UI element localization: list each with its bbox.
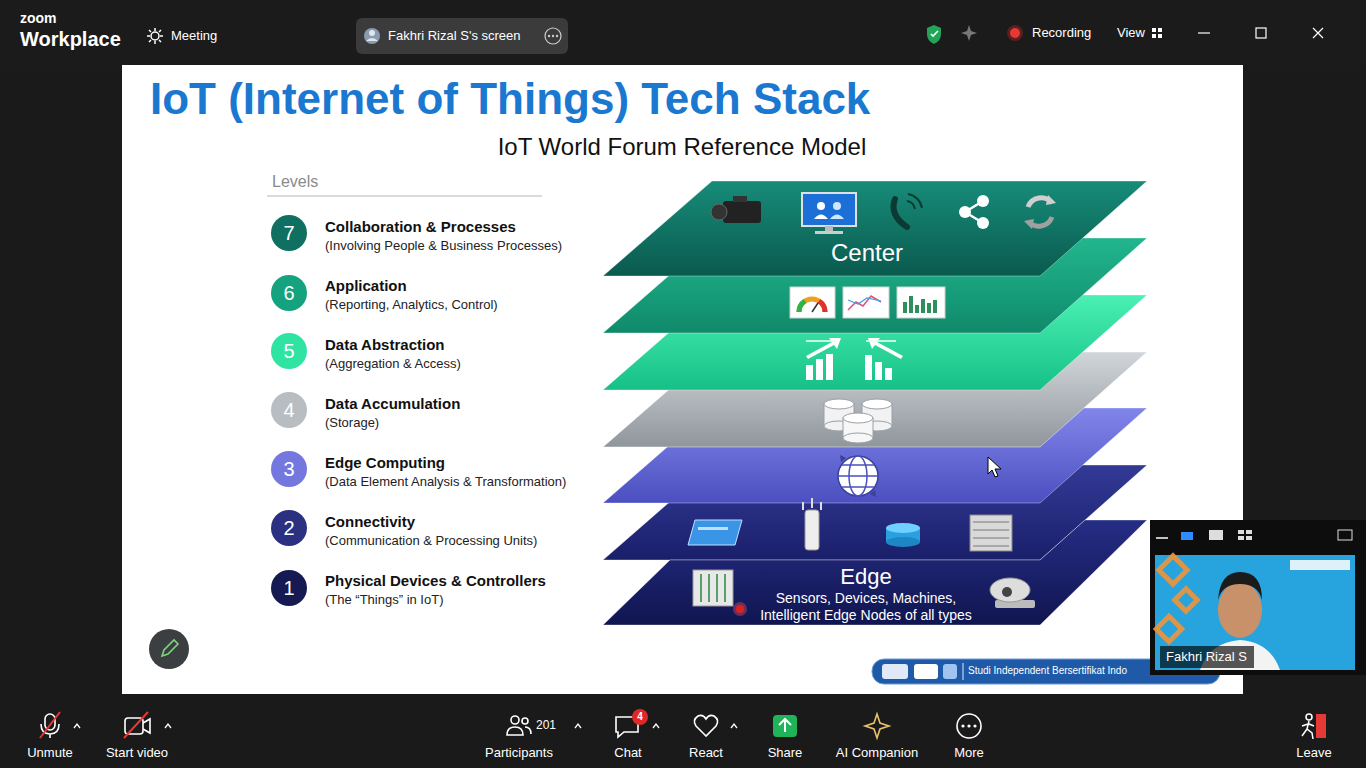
share-icon (773, 715, 797, 737)
toolbar-label: Participants (485, 745, 553, 761)
toolbar-label: Start video (106, 745, 168, 761)
participant-count: 201 (536, 718, 556, 732)
level-number: 7 (271, 215, 307, 251)
toolbar-label: Share (768, 745, 803, 761)
badge (632, 709, 648, 725)
level-number: 2 (271, 510, 307, 546)
level-number-text: 4 (283, 398, 294, 422)
slide-title: IoT (Internet of Things) Tech Stack (150, 73, 870, 126)
annotate-button (149, 629, 189, 669)
participants-icon (507, 716, 531, 735)
participant-name: Fakhri Rizal S (1166, 649, 1247, 665)
mic-icon (40, 712, 60, 738)
level-description: (Involving People & Business Processes) (325, 238, 562, 254)
band-title: Edge (840, 564, 891, 590)
close-button (1313, 28, 1323, 38)
database-icon (824, 399, 892, 443)
level-number: 5 (271, 333, 307, 369)
record-ring (1007, 25, 1023, 41)
globe-icon (838, 455, 878, 497)
column-heading: Levels (272, 172, 318, 191)
video-feed (1155, 555, 1355, 670)
divider (963, 663, 964, 680)
level-number: 1 (271, 570, 307, 606)
toolbar-label: More (954, 745, 984, 761)
minimize-button (1198, 32, 1210, 33)
level-description: (Aggregation & Access) (325, 356, 461, 372)
level-description: (Communication & Processing Units) (325, 533, 537, 549)
heart-icon (694, 715, 717, 736)
heading-rule (267, 195, 542, 196)
aggregation-icons (806, 338, 903, 380)
level-name: Collaboration & Processes (325, 218, 516, 236)
brand-logo: zoom (20, 10, 57, 27)
status-label: Recording (1032, 25, 1091, 41)
level-name: Connectivity (325, 513, 415, 531)
more-button (957, 714, 981, 738)
level-description: (The “Things” in IoT) (325, 592, 443, 608)
more-icon (545, 28, 561, 44)
toolbar-label: Leave (1296, 745, 1331, 761)
level-number: 6 (271, 275, 307, 311)
band-description: Sensors, Devices, Machines, Intelligent … (746, 590, 986, 624)
toolbar-label: AI Companion (836, 745, 918, 761)
band-title: Center (831, 239, 903, 268)
toolbar-label: Unmute (27, 745, 73, 761)
avatar (364, 28, 380, 44)
leave-icon (1302, 714, 1326, 739)
level-name: Data Abstraction (325, 336, 444, 354)
network-devices (688, 498, 1012, 551)
shield-icon (927, 25, 941, 44)
video-tile (1150, 520, 1366, 675)
level-description: (Reporting, Analytics, Control) (325, 297, 498, 313)
level-number-text: 3 (283, 457, 294, 481)
mouse-cursor (988, 457, 1001, 477)
level-number-text: 5 (283, 339, 294, 363)
title-bar (0, 0, 1366, 65)
share-pill (356, 18, 568, 54)
name-tag (1160, 646, 1254, 668)
level-name: Data Accumulation (325, 395, 460, 413)
level-number-text: 2 (283, 516, 294, 540)
menu-label: Meeting (171, 28, 217, 44)
logo-mark (914, 664, 938, 679)
pencil-icon (162, 640, 178, 656)
sparkle-icon (961, 25, 977, 41)
slide (122, 65, 1243, 694)
toolbar-label: React (689, 745, 723, 761)
record-dot (1010, 28, 1020, 38)
brand-name: Workplace (20, 27, 121, 51)
logo-mark (882, 664, 908, 679)
level-description: (Data Element Analysis & Transformation) (325, 474, 566, 490)
camera-icon (124, 712, 150, 738)
level-name: Application (325, 277, 407, 295)
banner-text: Studi Independent Bersertifikat Indo (968, 665, 1127, 677)
level-number: 4 (271, 392, 307, 428)
meeting-icon (147, 28, 163, 44)
level-name: Edge Computing (325, 454, 445, 472)
view-grid-icon (1152, 28, 1162, 38)
maximize-button (1256, 28, 1266, 38)
level-name: Physical Devices & Controllers (325, 572, 546, 590)
level-number-text: 6 (283, 281, 294, 305)
level-number-text: 1 (283, 576, 294, 600)
edge-band: EdgeSensors, Devices, Machines, Intellig… (603, 520, 1147, 625)
level-number: 3 (271, 451, 307, 487)
slide-subtitle: IoT World Forum Reference Model (498, 133, 867, 162)
badge-count: 4 (637, 711, 643, 723)
level-description: (Storage) (325, 415, 379, 431)
toolbar-label: Chat (614, 745, 641, 761)
person-face (1218, 582, 1262, 638)
view-label: View (1117, 25, 1145, 41)
level-number-text: 7 (283, 221, 294, 245)
dashboard-icons (790, 287, 945, 318)
center-band: Center (603, 181, 1147, 276)
logo-mark (943, 664, 957, 679)
ai-icon (865, 714, 889, 738)
share-label: Fakhri Rizal S's screen (388, 28, 521, 44)
